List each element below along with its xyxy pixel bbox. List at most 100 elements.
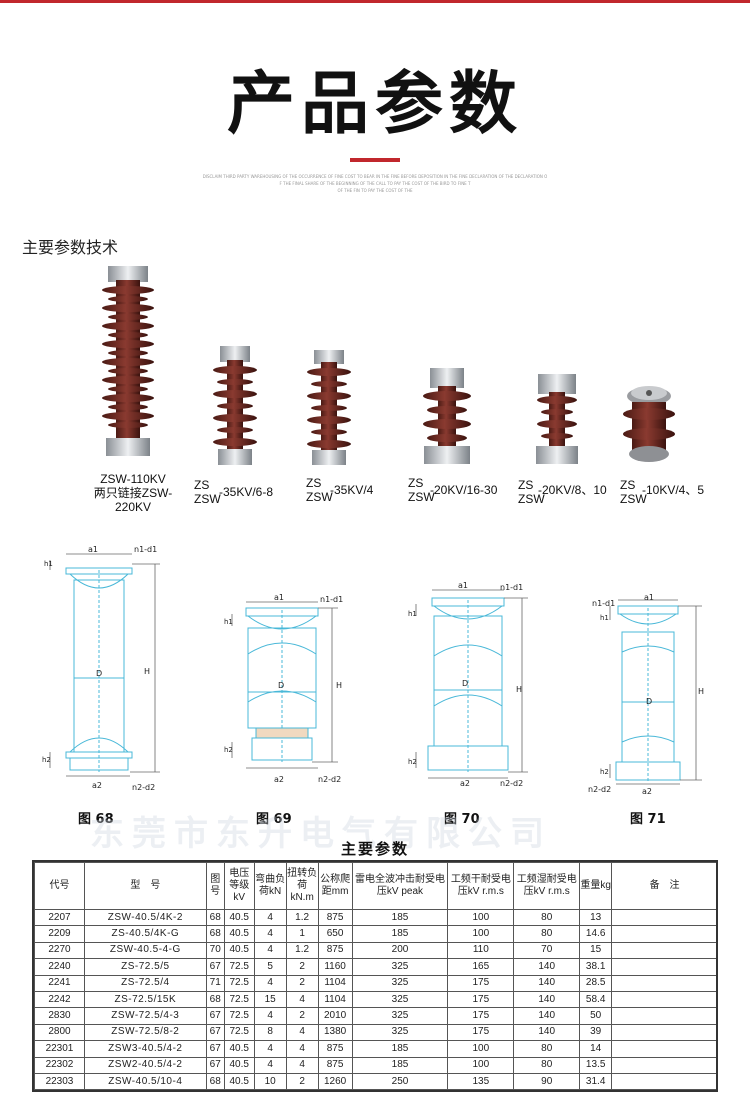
label-h1: h1 (408, 610, 417, 618)
cell-weight: 13 (579, 908, 613, 927)
label-h1: h1 (224, 618, 233, 626)
label-a2: a2 (274, 775, 284, 784)
label-a1: a1 (88, 545, 98, 554)
cell-power-freq-dry: 100 (447, 925, 515, 943)
cell-weight: 15 (579, 941, 613, 960)
cell-power-freq-dry: 100 (447, 1056, 515, 1074)
cell-figure-no: 68 (205, 908, 225, 927)
photo-caption-10kv-4-5: ZS ZSW (620, 478, 647, 506)
cell-weight: 58.4 (579, 990, 613, 1009)
cell-remarks (611, 1040, 718, 1058)
cell-voltage: 40.5 (223, 925, 255, 943)
cell-power-freq-wet: 140 (513, 1007, 581, 1025)
cell-power-freq-wet: 80 (513, 908, 581, 927)
cell-creepage: 1104 (317, 974, 353, 992)
cell-power-freq-wet: 80 (513, 1056, 581, 1074)
label-D: D (462, 679, 468, 688)
cell-creepage: 2010 (317, 1007, 353, 1025)
cell-code: 22301 (34, 1040, 85, 1058)
cell-model: ZSW-72.5/8-2 (83, 1023, 207, 1042)
cell-code: 2241 (34, 974, 85, 992)
cell-power-freq-dry: 110 (447, 941, 515, 960)
cell-voltage: 72.5 (223, 990, 255, 1009)
caption-zsw: ZSW (194, 492, 221, 506)
cell-power-freq-wet: 80 (513, 925, 581, 943)
drawing-figure-68: a1 n1-d1 h1 D H h2 a2 n2-d2 (42, 545, 160, 792)
figure-68-label: 图 68 (78, 812, 114, 827)
fine-print-line-3: OF THE FIN TO PAY THE COST OF THE (337, 188, 413, 193)
label-h2: h2 (600, 768, 609, 776)
label-H: H (698, 687, 704, 696)
insulator-photo-20kv-16-30 (423, 368, 471, 464)
label-n2d2: n2-d2 (588, 785, 611, 794)
cell-torsion-load: 1 (285, 925, 319, 943)
cell-bending-load: 4 (253, 1040, 287, 1058)
cell-bending-load: 8 (253, 1023, 287, 1042)
cell-code: 2270 (34, 941, 85, 960)
column-header-voltage: 电压等级kV (223, 862, 255, 910)
cell-code: 2209 (34, 925, 85, 943)
photo-caption-suffix-35kv-4: -35KV/4 (330, 483, 374, 497)
cell-creepage: 1380 (317, 1023, 353, 1042)
cell-figure-no: 68 (205, 925, 225, 943)
drawing-figure-69: a1 n1-d1 h1 D H h2 a2 n2-d2 (224, 593, 343, 784)
cell-power-freq-dry: 175 (447, 974, 515, 992)
cell-remarks (611, 990, 718, 1009)
label-a1: a1 (644, 593, 654, 602)
photo-caption-35kv-4: ZS ZSW (306, 476, 333, 504)
cell-remarks (611, 1056, 718, 1074)
drawing-figure-70: a1 n1-d1 h1 D H h2 a2 n2-d2 (408, 581, 528, 788)
cell-figure-no: 67 (205, 1056, 225, 1074)
cell-power-freq-dry: 175 (447, 1023, 515, 1042)
cell-voltage: 72.5 (223, 1023, 255, 1042)
cell-power-freq-dry: 100 (447, 1040, 515, 1058)
cell-lightning-withstand: 325 (351, 1007, 449, 1025)
cell-model: ZSW-40.5-4-G (83, 941, 207, 960)
cell-weight: 28.5 (579, 974, 613, 992)
label-n2d2: n2-d2 (500, 779, 523, 788)
cell-torsion-load: 1.2 (285, 941, 319, 960)
cell-power-freq-dry: 135 (447, 1072, 515, 1091)
label-h2: h2 (408, 758, 417, 766)
cell-voltage: 72.5 (223, 1007, 255, 1025)
label-h2: h2 (42, 756, 51, 764)
cell-model: ZSW2-40.5/4-2 (83, 1056, 207, 1074)
cell-remarks (611, 1007, 718, 1025)
cell-code: 2240 (34, 958, 85, 976)
insulator-photo-110kv (102, 266, 154, 456)
label-D: D (96, 669, 102, 678)
cell-bending-load: 4 (253, 908, 287, 927)
column-header-power-freq-dry: 工频干耐受电压kV r.m.s (447, 862, 515, 910)
column-header-figure-no: 图号 (205, 862, 225, 910)
cell-power-freq-wet: 70 (513, 941, 581, 960)
caption-zs: ZS (620, 478, 636, 492)
cell-model: ZSW-40.5/4K-2 (83, 908, 207, 927)
photo-caption-20kv-16-30: ZS ZSW (408, 476, 435, 504)
cell-bending-load: 5 (253, 958, 287, 976)
cell-creepage: 1160 (317, 958, 353, 976)
cell-torsion-load: 4 (285, 1023, 319, 1042)
cell-voltage: 40.5 (223, 941, 255, 960)
cell-power-freq-dry: 175 (447, 990, 515, 1009)
label-a2: a2 (460, 779, 470, 788)
column-header-bending-load: 弯曲负荷kN (253, 862, 287, 910)
insulator-photo-35kv-6-8 (213, 346, 257, 465)
cell-remarks (611, 974, 718, 992)
cell-weight: 50 (579, 1007, 613, 1025)
cell-figure-no: 68 (205, 990, 225, 1009)
cell-lightning-withstand: 250 (351, 1072, 449, 1091)
cell-model: ZSW-40.5/10-4 (83, 1072, 207, 1091)
photo-caption-20kv-8-10: ZS ZSW (518, 478, 545, 506)
cell-power-freq-dry: 165 (447, 958, 515, 976)
cell-creepage: 875 (317, 908, 353, 927)
figure-69-label: 图 69 (256, 812, 292, 827)
top-accent-line (0, 0, 750, 3)
photo-caption-suffix-20kv-8-10: -20KV/8、10 (538, 483, 607, 497)
table-title: 主要参数 (340, 840, 409, 858)
